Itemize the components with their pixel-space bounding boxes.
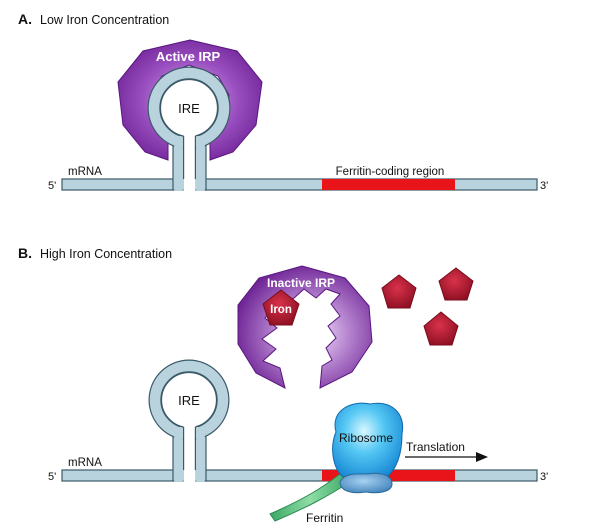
active-irp-label: Active IRP [156, 49, 221, 64]
ribosome-label: Ribosome [339, 431, 393, 445]
ferritin-chain [269, 473, 351, 522]
ferritin-coding-label: Ferritin-coding region [336, 166, 445, 178]
five-prime-a: 5' [48, 180, 56, 192]
three-prime-b: 3' [540, 471, 548, 483]
inactive-irp-protein [237, 265, 373, 389]
mrna-label-b: mRNA [68, 457, 102, 469]
panel-b-title: High Iron Concentration [40, 247, 172, 261]
mrna-label-a: mRNA [68, 166, 102, 178]
ribosome-large-subunit [332, 402, 404, 483]
ribosome-small-subunit [339, 472, 393, 494]
three-prime-a: 3' [540, 180, 548, 192]
mrna-strand-b [61, 359, 538, 484]
translation-label: Translation [406, 440, 465, 454]
ferritin-coding-region-a [322, 179, 455, 190]
inactive-irp-label: Inactive IRP [267, 276, 335, 290]
bound-iron [262, 289, 300, 326]
panel-b-letter: B. [18, 245, 32, 261]
iron-label: Iron [270, 304, 292, 316]
free-iron-2 [438, 267, 474, 301]
translation-arrow-head [476, 452, 488, 462]
ferritin-label: Ferritin [306, 511, 343, 525]
panel-a-title: Low Iron Concentration [40, 13, 169, 27]
panel-a-letter: A. [18, 11, 32, 27]
free-iron-1 [381, 274, 417, 309]
ire-label-a: IRE [178, 101, 200, 116]
ire-label-b: IRE [178, 393, 200, 408]
five-prime-b: 5' [48, 471, 56, 483]
free-iron-3 [423, 311, 459, 346]
